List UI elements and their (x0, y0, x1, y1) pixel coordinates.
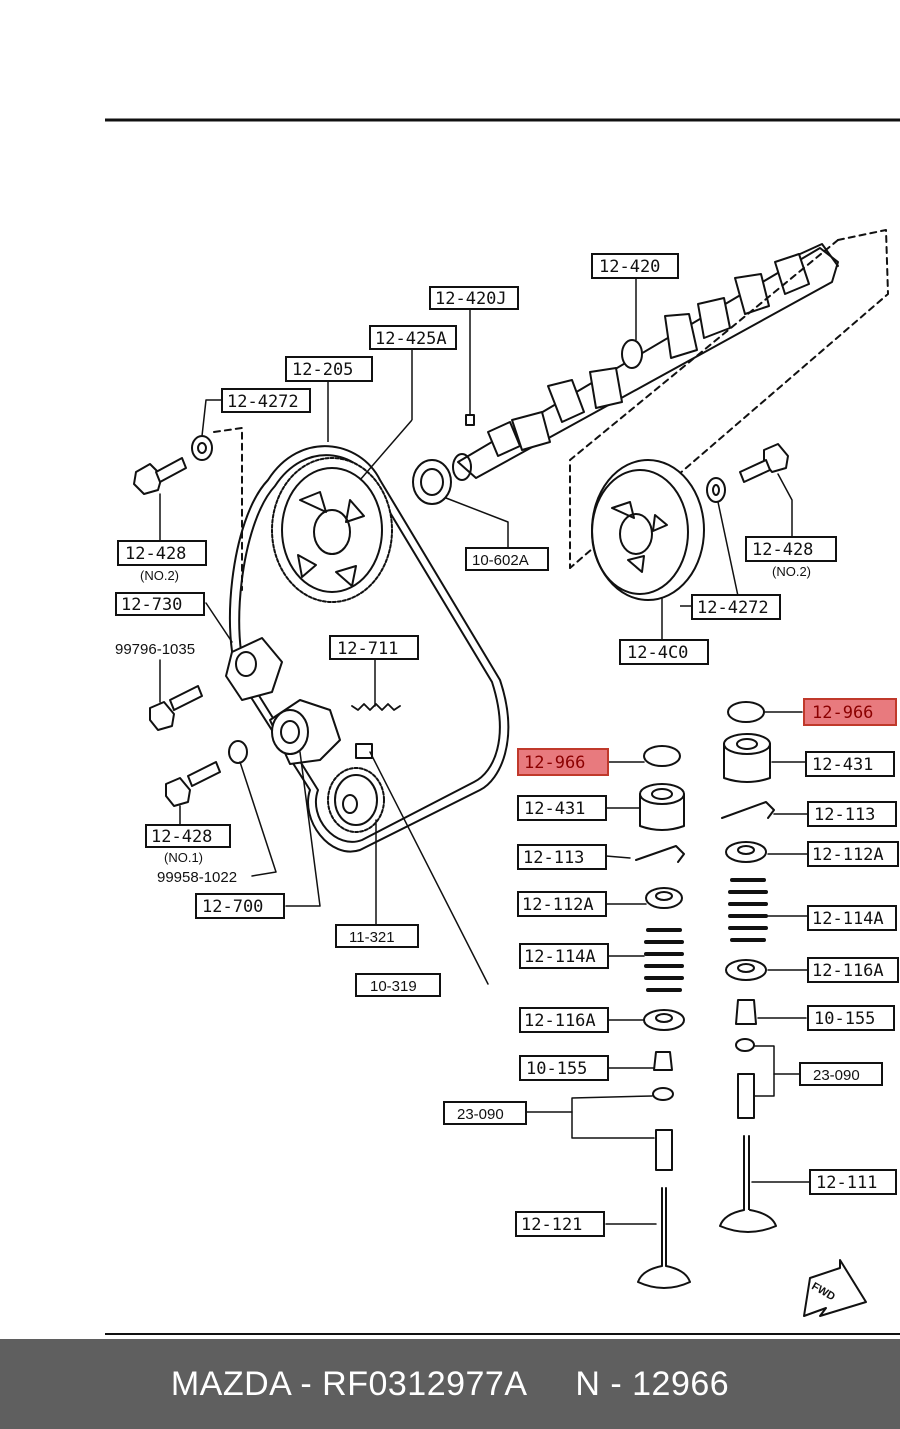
tensioner-drawing (205, 602, 341, 907)
fwd-arrow-icon (803, 1259, 867, 1317)
footer-bar: MAZDA - RF0312977A N - 12966 (0, 1339, 900, 1429)
bolt-99796-drawing (149, 659, 203, 731)
washer-right-drawing (706, 477, 726, 503)
label-upper-seat-right[interactable]: 12-112A (812, 845, 884, 865)
label-bolt-right[interactable]: 12-428 (752, 540, 813, 560)
crank-gear-drawing (327, 743, 489, 985)
label-bolt-left-no: (NO.2) (140, 568, 179, 583)
label-shim-left[interactable]: 12-966 (524, 753, 585, 773)
washer-left-drawing (191, 435, 213, 461)
label-cam-pulley[interactable]: 12-205 (292, 360, 353, 380)
label-crank-gear[interactable]: 11-321 (349, 929, 395, 946)
label-washer-99958[interactable]: 99958-1022 (157, 869, 237, 886)
label-bolt-tensioner-no: (NO.1) (164, 850, 203, 865)
label-keeper-left[interactable]: 12-113 (523, 848, 584, 868)
label-tensioner-spring-bar[interactable]: 12-730 (121, 595, 182, 615)
parts-diagram: 12-420 12-420J 12-425A 12-205 12-4272 12… (105, 118, 900, 1335)
label-belt[interactable]: 12-425A (375, 329, 447, 349)
right-valve-stack-drawing (719, 701, 811, 1233)
label-bolt-right-no: (NO.2) (772, 564, 811, 579)
cam-gear-drawing (271, 457, 393, 603)
label-washer-left[interactable]: 12-4272 (227, 392, 299, 412)
label-shim-right[interactable]: 12-966 (812, 703, 873, 723)
label-guide-clip-left[interactable]: 23-090 (457, 1106, 504, 1123)
label-right-pulley[interactable]: 12-4C0 (627, 643, 688, 663)
left-valve-stack-drawing (525, 745, 691, 1289)
label-washer-right[interactable]: 12-4272 (697, 598, 769, 618)
label-tappet-right[interactable]: 12-431 (812, 755, 873, 775)
washer-99958-drawing (228, 740, 248, 764)
right-pulley-drawing (591, 459, 705, 641)
label-spring-right[interactable]: 12-114A (812, 909, 884, 929)
bolt-right-drawing (739, 443, 793, 539)
label-bolt-99796[interactable]: 99796-1035 (115, 641, 195, 658)
label-lower-seat-right[interactable]: 12-116A (812, 961, 884, 981)
label-upper-seat-left[interactable]: 12-112A (522, 895, 594, 915)
label-seal-right[interactable]: 10-155 (814, 1009, 875, 1029)
label-valve-left[interactable]: 12-121 (521, 1215, 582, 1235)
bolt-left-drawing (133, 457, 187, 541)
key-part (465, 414, 475, 426)
label-spring[interactable]: 12-711 (337, 639, 398, 659)
label-valve-right[interactable]: 12-111 (816, 1173, 877, 1193)
oil-seal-drawing (412, 459, 509, 549)
label-seal-left[interactable]: 10-155 (526, 1059, 587, 1079)
label-tappet-left[interactable]: 12-431 (524, 799, 585, 819)
highlight-box-left (517, 748, 609, 776)
label-guide-clip-right[interactable]: 23-090 (813, 1067, 860, 1084)
label-bolt-left[interactable]: 12-428 (125, 544, 186, 564)
label-spring-left[interactable]: 12-114A (524, 947, 596, 967)
camshaft-drawing (452, 229, 889, 569)
spring-drawing (351, 659, 401, 711)
label-lower-seat-left[interactable]: 12-116A (524, 1011, 596, 1031)
part-number-caption: MAZDA - RF0312977A N - 12966 (170, 1364, 730, 1403)
label-tensioner[interactable]: 12-700 (202, 897, 263, 917)
highlight-box-right (803, 698, 897, 726)
bolt-tensioner-drawing (165, 761, 221, 827)
label-key[interactable]: 12-420J (435, 289, 507, 309)
label-bolt-tensioner[interactable]: 12-428 (151, 827, 212, 847)
label-oil-seal[interactable]: 10-602A (472, 552, 529, 569)
label-camshaft[interactable]: 12-420 (599, 257, 660, 277)
label-key-crank[interactable]: 10-319 (370, 978, 417, 995)
label-keeper-right[interactable]: 12-113 (814, 805, 875, 825)
